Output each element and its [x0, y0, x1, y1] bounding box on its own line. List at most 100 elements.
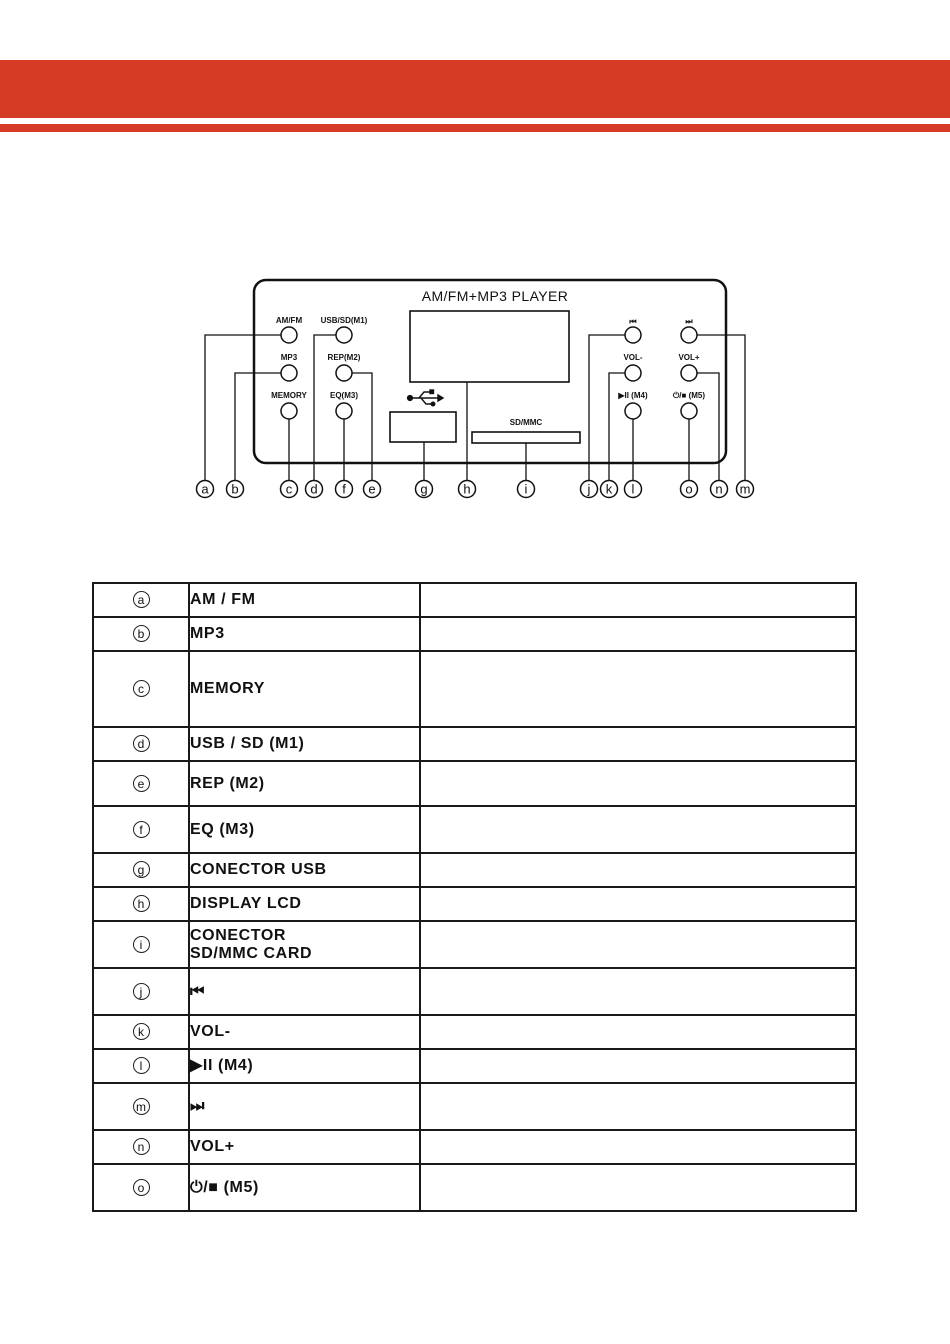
volplus-label: VOL+	[678, 353, 699, 362]
volplus-button[interactable]	[680, 364, 698, 382]
row-letter-circle: j	[132, 982, 150, 1000]
volminus-button[interactable]	[624, 364, 642, 382]
usbsd-label: USB/SD(M1)	[321, 316, 368, 325]
row-letter-cell: k	[92, 1014, 190, 1050]
row-letter-circle: b	[132, 625, 150, 642]
row-letter-cell: a	[92, 582, 190, 618]
row-name-cell: CONECTOR USB	[188, 852, 421, 888]
callout-letter-j: j	[587, 482, 591, 497]
callout-letter-f: f	[342, 482, 346, 497]
usbsd-button[interactable]	[335, 326, 353, 344]
callout-circle-o	[679, 479, 699, 499]
callout-letter-m: m	[740, 482, 751, 497]
row-letter-circle: f	[132, 820, 150, 838]
row-letter-cell: g	[92, 852, 190, 888]
memory-button[interactable]	[280, 402, 298, 420]
row-name-cell: EQ (M3)	[188, 805, 421, 854]
rep-button[interactable]	[335, 364, 353, 382]
table-row: f EQ (M3)	[92, 805, 857, 854]
callout-letter-i: i	[525, 482, 528, 497]
volminus-label: VOL-	[623, 353, 642, 362]
row-description-cell	[419, 726, 857, 762]
row-letter-cell: d	[92, 726, 190, 762]
callout-letter-a: a	[201, 482, 209, 497]
callout-circle-i	[516, 479, 536, 499]
row-description-cell	[419, 920, 857, 969]
row-letter-circle: e	[132, 774, 150, 792]
row-name-cell: ⏮	[188, 967, 421, 1016]
callout-letter-o: o	[685, 482, 692, 497]
mp3-label: MP3	[281, 353, 298, 362]
row-letter-cell: f	[92, 805, 190, 854]
row-name-cell: VOL-	[188, 1014, 421, 1050]
callout-circle-h	[457, 479, 477, 499]
mp3-button[interactable]	[280, 364, 298, 382]
row-description-cell	[419, 650, 857, 728]
row-letter-circle: i	[132, 935, 150, 953]
table-row: l▶II (M4)	[92, 1048, 857, 1084]
row-name-cell: ⏻/■ (M5)	[188, 1163, 421, 1212]
row-letter-cell: e	[92, 760, 190, 807]
row-description-cell	[419, 852, 857, 888]
row-letter-circle: n	[132, 1138, 150, 1155]
playpause-button[interactable]	[624, 402, 642, 420]
table-row: k VOL-	[92, 1014, 857, 1050]
callout-circle-n	[709, 479, 729, 499]
row-letter-cell: m	[92, 1082, 190, 1131]
amfm-label: AM/FM	[276, 316, 303, 325]
lcd-display	[409, 310, 570, 383]
row-letter-circle: m	[132, 1097, 150, 1115]
row-letter-circle: c	[132, 680, 150, 697]
next-button[interactable]	[680, 326, 698, 344]
callout-circle-k	[599, 479, 619, 499]
row-description-cell	[419, 1129, 857, 1165]
row-letter-circle: h	[132, 895, 150, 912]
row-name-cell: MEMORY	[188, 650, 421, 728]
row-description-cell	[419, 805, 857, 854]
callout-letter-l: l	[632, 482, 635, 497]
eq-label: EQ(M3)	[330, 391, 358, 400]
panel-diagram: AM/FM+MP3 PLAYER AM/FM USB/SD(M1) MP3 RE…	[195, 278, 755, 499]
header-red-band	[0, 60, 950, 118]
next-label: ⏭	[685, 317, 693, 326]
callout-circle-a	[195, 479, 215, 499]
rep-label: REP(M2)	[328, 353, 361, 362]
panel-outline	[252, 278, 728, 465]
callout-circle-e	[362, 479, 382, 499]
prev-button[interactable]	[624, 326, 642, 344]
callout-letter-g: g	[420, 482, 427, 497]
callout-circle-b	[225, 479, 245, 499]
row-letter-cell: o	[92, 1163, 190, 1212]
row-letter-cell: l	[92, 1048, 190, 1084]
eq-button[interactable]	[335, 402, 353, 420]
row-letter-cell: c	[92, 650, 190, 728]
row-letter-circle: k	[132, 1023, 150, 1040]
row-description-cell	[419, 886, 857, 922]
sdmmc-slot[interactable]	[471, 431, 581, 444]
powerstop-button[interactable]	[680, 402, 698, 420]
row-name-cell: ⏭	[188, 1082, 421, 1131]
callout-circle-g	[414, 479, 434, 499]
callout-letter-e: e	[368, 482, 375, 497]
row-letter-circle: a	[132, 591, 150, 608]
table-row: m⏭	[92, 1082, 857, 1131]
table-row: c MEMORY	[92, 650, 857, 728]
callout-circle-j	[579, 479, 599, 499]
usb-port[interactable]	[389, 411, 457, 443]
table-row: o⏻/■ (M5)	[92, 1163, 857, 1212]
amfm-button[interactable]	[280, 326, 298, 344]
row-letter-cell: h	[92, 886, 190, 922]
row-name-cell: REP (M2)	[188, 760, 421, 807]
panel-title: AM/FM+MP3 PLAYER	[422, 288, 569, 304]
row-letter-circle: l	[132, 1057, 150, 1074]
row-description-cell	[419, 1082, 857, 1131]
row-description-cell	[419, 1048, 857, 1084]
callout-letter-b: b	[231, 482, 238, 497]
callout-letter-n: n	[715, 482, 722, 497]
usb-icon	[406, 389, 445, 407]
